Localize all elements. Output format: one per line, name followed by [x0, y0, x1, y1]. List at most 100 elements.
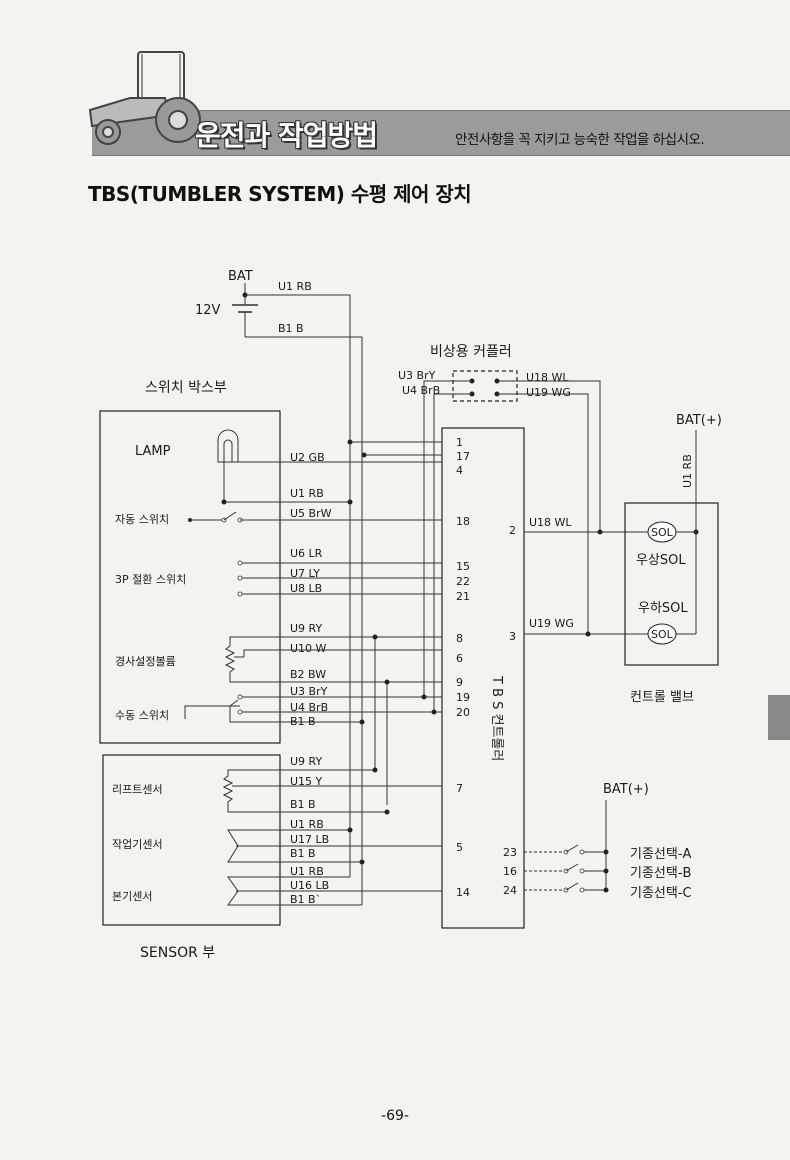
auto-switch-label: 자동 스위치 [115, 513, 169, 526]
wire-b2bw: B2 BW [290, 668, 326, 681]
svg-text:15: 15 [456, 560, 470, 573]
up-sol-label: 우상SOL [636, 553, 686, 568]
sensor-wire-u17lb: U17 LB [290, 833, 329, 846]
chapter-subtitle: 안전사항을 꼭 지키고 능숙한 작업을 하십시오. [455, 132, 705, 148]
sensor-box-title: SENSOR 부 [140, 945, 215, 961]
svg-text:1: 1 [456, 436, 463, 449]
coupler-wire-u18wl: U18 WL [526, 371, 569, 384]
lamp-bulb [217, 429, 239, 463]
wire-label-b1b-top: B1 B [278, 322, 304, 335]
sensor-wire-b1b-2: B1 B [290, 847, 316, 860]
down-sol-label: 우하SOL [638, 601, 688, 616]
svg-text:2: 2 [509, 524, 516, 537]
wire-u5brw: U5 BrW [290, 507, 332, 520]
wire-u7ly: U7 LY [290, 567, 320, 580]
svg-text:SOL: SOL [651, 526, 674, 539]
coupler-wire-u19wg: U19 WG [526, 386, 571, 399]
battery-symbol [232, 283, 258, 337]
svg-text:5: 5 [456, 841, 463, 854]
sensor-wire-b1b-1: B1 B [290, 798, 316, 811]
controller-label: T B S 컨트롤러 [489, 675, 504, 761]
valve-bat-wire: U1 RB [681, 454, 694, 488]
svg-text:23: 23 [503, 846, 517, 859]
valve-bat-label: BAT(+) [676, 413, 722, 428]
svg-text:19: 19 [456, 691, 470, 704]
tilt-volume-label: 경사설정볼륨 [115, 655, 176, 668]
work-sensor-label: 작업기센서 [112, 838, 163, 851]
coupler-wire-u4brb: U4 BrB [402, 384, 440, 397]
svg-text:22: 22 [456, 575, 470, 588]
manual-switch-symbol [184, 694, 280, 723]
wiring-diagram: BAT 12V U1 RB B1 B 비상용 커플러 U3 BrY U4 BrB… [99, 269, 722, 961]
wire-u1rb-sw: U1 RB [290, 487, 324, 500]
svg-text:18: 18 [456, 515, 470, 528]
mode-switch-symbol [237, 560, 280, 597]
sensor-wire-b1b-3: B1 B` [290, 893, 321, 906]
coupler-wire-u3bry: U3 BrY [398, 369, 436, 382]
switch-box [99, 410, 281, 744]
svg-text:8: 8 [456, 632, 463, 645]
lift-sensor-symbol [222, 769, 280, 813]
voltage-label: 12V [195, 303, 221, 318]
svg-text:24: 24 [503, 884, 517, 897]
sensor-wire-u1rb-2: U1 RB [290, 865, 324, 878]
controller-right-pins: 2 3 23 16 24 [503, 524, 517, 897]
control-valve-title: 컨트롤 밸브 [630, 690, 694, 705]
svg-text:4: 4 [456, 464, 463, 477]
svg-text:21: 21 [456, 590, 470, 603]
section-title: TBS(TUMBLER SYSTEM) 수평 제어 장치 [88, 182, 472, 206]
side-tab [768, 695, 790, 740]
wire-label-u1rb-top: U1 RB [278, 280, 312, 293]
model-select-b: 기종선택-B [630, 866, 691, 881]
coupler-title: 비상용 커플러 [430, 344, 512, 360]
sensor-box [102, 754, 281, 926]
tractor-illustration [88, 51, 201, 145]
svg-text:9: 9 [456, 676, 463, 689]
svg-text:3: 3 [509, 630, 516, 643]
control-valve-box [624, 502, 719, 666]
svg-text:20: 20 [456, 706, 470, 719]
wire-u4brb: U4 BrB [290, 701, 328, 714]
wire-u2gb: U2 GB [290, 451, 325, 464]
main-sensor-symbol [227, 876, 280, 906]
model-select-switches [524, 844, 609, 893]
out-wire-u18wl: U18 WL [529, 516, 572, 529]
manual-switch-label: 수동 스위치 [115, 709, 169, 722]
wire-u6lr: U6 LR [290, 547, 323, 560]
emergency-coupler [452, 370, 518, 402]
junction-dots [221, 439, 437, 865]
down-solenoid: SOL [647, 623, 696, 645]
sensor-wire-u9ry: U9 RY [290, 755, 322, 768]
chapter-title: 운전과 작업방법 [195, 119, 378, 152]
wire-u9ry-sw: U9 RY [290, 622, 322, 635]
out-wire-u19wg: U19 WG [529, 617, 574, 630]
work-sensor-symbol [227, 829, 280, 863]
svg-text:17: 17 [456, 450, 470, 463]
model-bat-label: BAT(+) [603, 782, 649, 797]
mode-switch-label: 3P 절환 스위치 [115, 573, 186, 586]
page-number: -69- [381, 1108, 409, 1124]
up-solenoid: SOL [647, 521, 696, 543]
svg-text:7: 7 [456, 782, 463, 795]
chapter-header-band [92, 110, 790, 156]
model-select-c: 기종선택-C [630, 886, 692, 901]
svg-text:6: 6 [456, 652, 463, 665]
model-select-a: 기종선택-A [630, 847, 692, 862]
wire-u3bry: U3 BrY [290, 685, 328, 698]
wire-u8lb: U8 LB [290, 582, 322, 595]
auto-switch-symbol [188, 511, 280, 523]
wire-u10w: U10 W [290, 642, 327, 655]
svg-text:14: 14 [456, 886, 470, 899]
tbs-controller [441, 427, 525, 929]
sensor-wire-u15y: U15 Y [290, 775, 323, 788]
svg-text:16: 16 [503, 865, 517, 878]
tilt-volume-symbol [224, 636, 280, 683]
switch-box-title: 스위치 박스부 [145, 380, 227, 396]
controller-left-pins: 1 17 4 18 15 22 21 8 6 9 19 20 7 5 14 [456, 436, 470, 899]
lamp-label: LAMP [135, 444, 171, 459]
bat-label: BAT [228, 269, 253, 284]
sensor-wire-u1rb-1: U1 RB [290, 818, 324, 831]
main-sensor-label: 본기센서 [112, 890, 152, 903]
sensor-wire-u16lb: U16 LB [290, 879, 329, 892]
svg-text:SOL: SOL [651, 628, 674, 641]
